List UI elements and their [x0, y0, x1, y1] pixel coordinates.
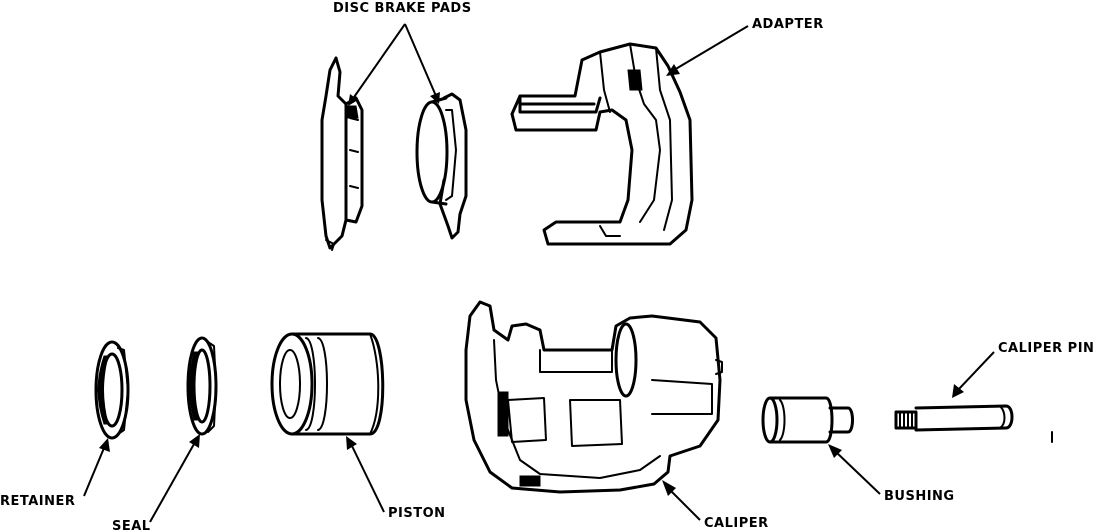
caliper-pin [894, 404, 1014, 432]
leader-lines [83, 23, 995, 523]
caliper [464, 300, 723, 494]
label-caliper-pin: CALIPER PIN [998, 341, 1094, 356]
retainer [94, 340, 130, 440]
disc-brake-pad-outer [320, 56, 364, 251]
label-bushing: BUSHING [884, 489, 955, 504]
disc-brake-pad-inner [415, 92, 468, 240]
label-adapter: ADAPTER [752, 17, 824, 32]
label-disc-brake-pads: DISC BRAKE PADS [333, 1, 472, 16]
label-retainer: RETAINER [0, 494, 75, 509]
label-piston: PISTON [388, 506, 446, 521]
label-caliper: CALIPER [704, 516, 769, 531]
piston [270, 332, 385, 436]
label-seal: SEAL [112, 519, 151, 532]
seal [186, 336, 218, 436]
bushing [761, 396, 854, 444]
adapter [510, 42, 694, 246]
